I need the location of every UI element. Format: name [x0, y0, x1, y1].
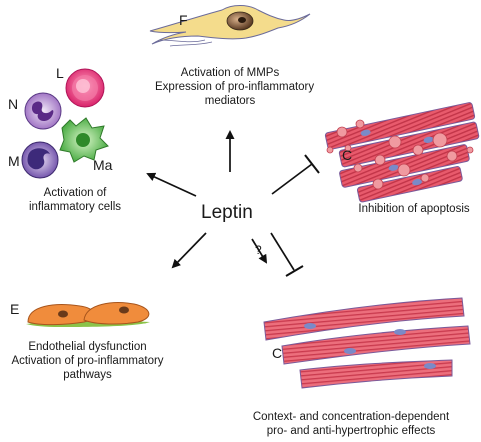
inhibition-bar-apoptosis [304, 154, 320, 174]
inflammatory-effect-line: inflammatory cells [28, 201, 122, 213]
monocyte-letter: M [8, 153, 20, 169]
endothelial-cells [26, 302, 150, 327]
apoptosis-effects: Inhibition of apoptosis [350, 202, 478, 216]
fibroblast-effect-line: Expression of pro-inflammatory [155, 81, 315, 93]
endothelial-effect-line: Activation of pro-inflammatory [11, 355, 164, 367]
arrow-to-inflammatory-cells [146, 172, 197, 197]
neutrophil-letter: N [8, 96, 19, 112]
inhibition-bar-hypertrophy [285, 265, 304, 277]
question-mark: ? [255, 243, 262, 257]
apoptosis-effect-line: Inhibition of apoptosis [358, 203, 470, 215]
hypertrophy-effects: Context- and concentration-dependent pro… [232, 410, 470, 438]
monocyte-cell [21, 141, 59, 179]
hypertrophy-effect-line: Context- and concentration-dependent [252, 411, 450, 423]
endothelial-effects: Endothelial dysfunction Activation of pr… [5, 340, 170, 382]
apoptotic-bodies [326, 119, 474, 190]
fibroblast-effects: Activation of MMPs Expression of pro-inf… [155, 66, 315, 108]
macrophage-cell [59, 117, 109, 163]
fibroblast-effect-line: Activation of MMPs [180, 67, 280, 79]
arrows [146, 130, 320, 277]
inhibition-to-hypertrophy [270, 232, 295, 271]
arrow-to-endothelial [171, 232, 207, 269]
hypertrophy-effect-line: pro- and anti-hypertrophic effects [266, 425, 436, 437]
fibroblast-cell [149, 5, 311, 47]
inflammatory-effect-line: Activation of [43, 187, 107, 199]
fibroblast-letter: F [179, 12, 188, 28]
arrow-to-hypertrophy [251, 238, 268, 264]
endothelial-effect-line: pathways [63, 369, 112, 381]
leptin-label: Leptin [201, 202, 253, 223]
endothelial-letter: E [10, 301, 20, 317]
neutrophil-cell [24, 92, 62, 130]
inflammatory-effects: Activation of inflammatory cells [20, 186, 130, 214]
lymphocyte-cell [65, 68, 105, 108]
cardiomyocyte-apoptosis-letter: C [342, 147, 353, 163]
cardiomyocyte-hypertrophy-letter: C [272, 345, 283, 361]
fibroblast-effect-line: mediators [204, 95, 256, 107]
lymphocyte-letter: L [56, 65, 64, 81]
macrophage-letter: Ma [93, 157, 113, 173]
endothelial-effect-line: Endothelial dysfunction [28, 341, 147, 353]
inhibition-to-apoptosis [271, 163, 313, 195]
cardiomyocytes-hypertrophy [263, 297, 471, 389]
